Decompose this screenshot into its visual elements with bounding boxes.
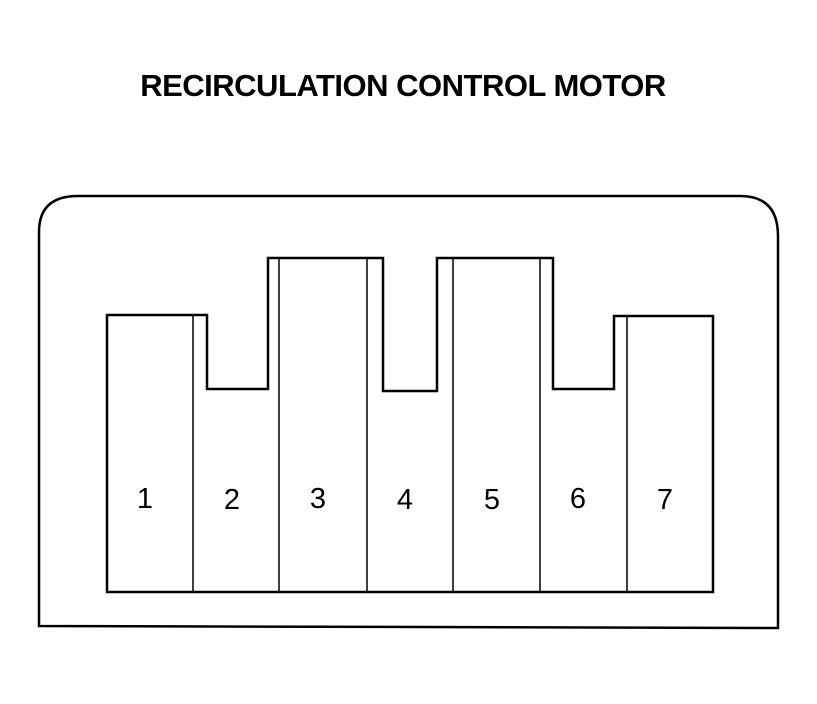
pin-4-label: 4	[397, 484, 413, 516]
pin-1-label: 1	[137, 483, 153, 515]
pin-3-label: 3	[310, 483, 326, 515]
terminal-cavity-outline	[105, 256, 715, 594]
diagram-title: RECIRCULATION CONTROL MOTOR	[140, 68, 666, 103]
pin-dividers	[192, 258, 628, 592]
connector-housing	[37, 194, 780, 630]
pin-6-label: 6	[570, 483, 586, 515]
pin-2-label: 2	[224, 484, 240, 516]
pin-7-label: 7	[657, 484, 673, 516]
pin-labels: 1 2 3 4 5 6 7	[137, 483, 673, 516]
pin-5-label: 5	[484, 484, 500, 516]
